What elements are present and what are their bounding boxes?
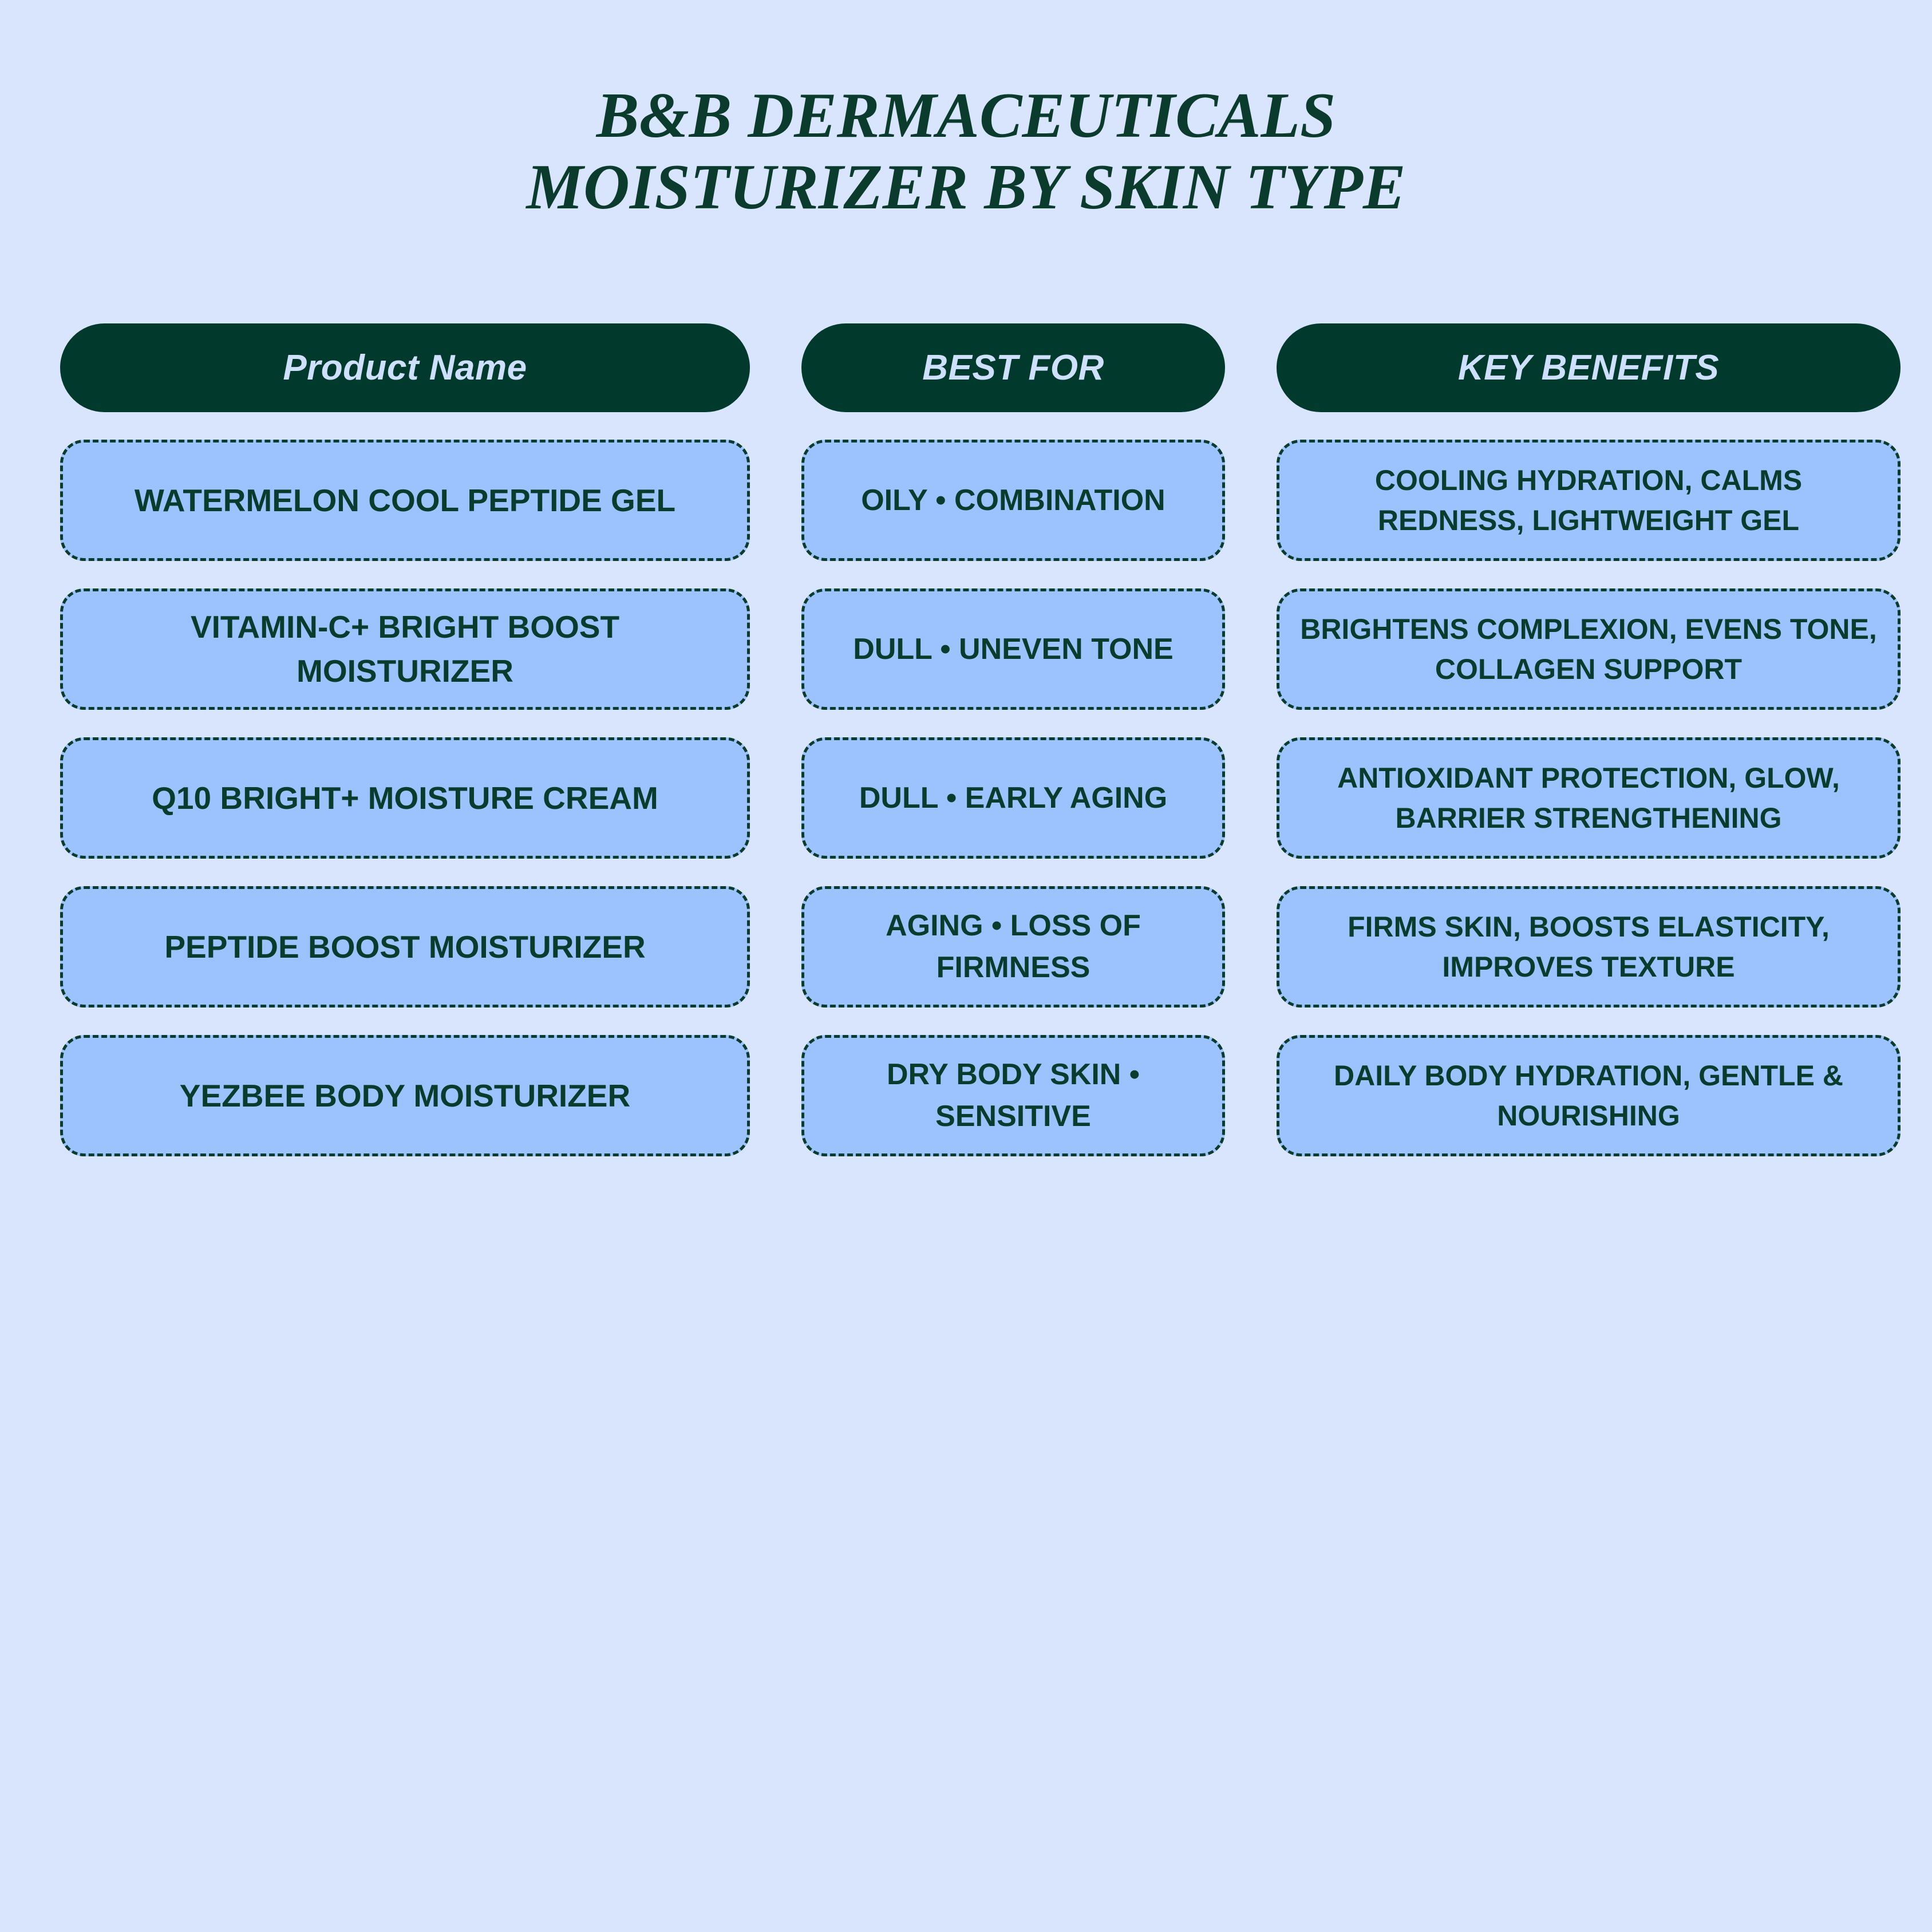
row-gap [1277,710,1901,737]
cell-product-name: Q10 BRIGHT+ MOISTURE CREAM [152,780,658,816]
cell-key-benefits: BRIGHTENS COMPLEXION, EVENS TONE, COLLAG… [1300,613,1877,685]
cell-product-name: WATERMELON COOL PEPTIDE GEL [134,482,676,518]
row-gap [1225,859,1277,886]
row-gap [801,859,1225,886]
title-line-1: B&B DERMACEUTICALS [596,80,1336,151]
title-line-2: MOISTURIZER BY SKIN TYPE [526,152,1406,223]
column-header-best-for: BEST FOR [801,323,1225,412]
column-header-key-benefits: KEY BENEFITS [1277,323,1901,412]
cell-product-name: PEPTIDE BOOST MOISTURIZER [164,929,646,965]
table-row: DULL • UNEVEN TONE [801,588,1225,710]
table-row: OILY • COMBINATION [801,440,1225,561]
table-row: PEPTIDE BOOST MOISTURIZER [60,886,750,1008]
table-row: DAILY BODY HYDRATION, GENTLE & NOURISHIN… [1277,1035,1901,1156]
column-header-product-label: Product Name [283,347,527,388]
table-row: BRIGHTENS COMPLEXION, EVENS TONE, COLLAG… [1277,588,1901,710]
table-row: FIRMS SKIN, BOOSTS ELASTICITY, IMPROVES … [1277,886,1901,1008]
row-gap [801,561,1225,588]
column-gap [1225,440,1277,561]
cell-best-for: OILY • COMBINATION [861,483,1165,517]
row-gap [1277,561,1901,588]
column-gap [1225,1035,1277,1156]
column-gap [750,1035,801,1156]
column-gap [1225,588,1277,710]
cell-product-name: YEZBEE BODY MOISTURIZER [179,1077,631,1113]
column-gap [750,737,801,859]
cell-best-for: DULL • UNEVEN TONE [853,632,1174,666]
row-gap [750,561,801,588]
column-header-key-benefits-label: KEY BENEFITS [1457,347,1720,388]
table-row: Q10 BRIGHT+ MOISTURE CREAM [60,737,750,859]
row-gap [750,859,801,886]
row-gap [1225,1008,1277,1035]
page-title: B&B DERMACEUTICALS MOISTURIZER BY SKIN T… [0,80,1932,224]
cell-key-benefits: FIRMS SKIN, BOOSTS ELASTICITY, IMPROVES … [1348,911,1830,983]
table-row: AGING • LOSS OF FIRMNESS [801,886,1225,1008]
column-header-product: Product Name [60,323,750,412]
row-gap [1225,561,1277,588]
comparison-table: Product Name BEST FOR KEY BENEFITS WATER… [60,323,1901,1156]
cell-best-for: AGING • LOSS OF FIRMNESS [886,909,1141,984]
row-gap [1225,710,1277,737]
cell-key-benefits: COOLING HYDRATION, CALMS REDNESS, LIGHTW… [1374,464,1803,536]
table-row: YEZBEE BODY MOISTURIZER [60,1035,750,1156]
column-gap [750,323,801,412]
row-gap [60,1008,750,1035]
table-row: ANTIOXIDANT PROTECTION, GLOW, BARRIER ST… [1277,737,1901,859]
row-gap [801,412,1225,440]
row-gap [750,412,801,440]
cell-best-for: DULL • EARLY AGING [859,781,1168,815]
column-gap [1225,737,1277,859]
table-row: VITAMIN-C+ BRIGHT BOOST MOISTURIZER [60,588,750,710]
row-gap [1277,1008,1901,1035]
row-gap [60,561,750,588]
table-row: WATERMELON COOL PEPTIDE GEL [60,440,750,561]
row-gap [60,710,750,737]
cell-key-benefits: ANTIOXIDANT PROTECTION, GLOW, BARRIER ST… [1337,762,1840,834]
column-gap [1225,323,1277,412]
column-gap [750,886,801,1008]
cell-best-for: DRY BODY SKIN • SENSITIVE [887,1058,1140,1133]
column-gap [1225,886,1277,1008]
row-gap [60,859,750,886]
row-gap [60,412,750,440]
row-gap [801,1008,1225,1035]
row-gap [750,1008,801,1035]
row-gap [1277,859,1901,886]
row-gap [801,710,1225,737]
column-gap [750,588,801,710]
column-gap [750,440,801,561]
row-gap [1225,412,1277,440]
row-gap [750,710,801,737]
table-row: DULL • EARLY AGING [801,737,1225,859]
cell-product-name: VITAMIN-C+ BRIGHT BOOST MOISTURIZER [190,609,620,689]
column-header-best-for-label: BEST FOR [922,347,1104,388]
table-row: DRY BODY SKIN • SENSITIVE [801,1035,1225,1156]
table-row: COOLING HYDRATION, CALMS REDNESS, LIGHTW… [1277,440,1901,561]
row-gap [1277,412,1901,440]
cell-key-benefits: DAILY BODY HYDRATION, GENTLE & NOURISHIN… [1334,1060,1843,1132]
